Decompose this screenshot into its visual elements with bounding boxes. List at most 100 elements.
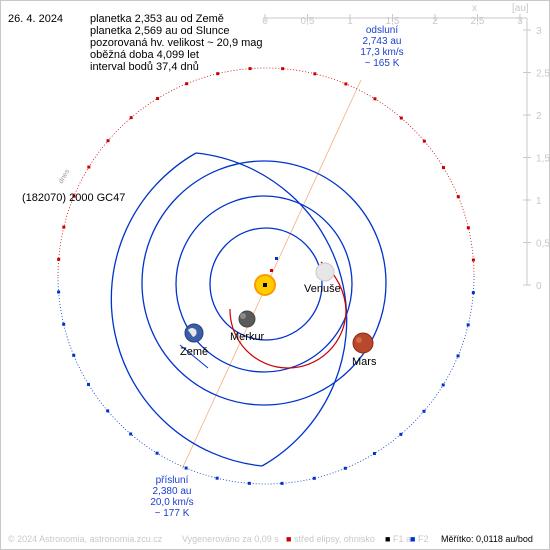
asteroid-position-dot — [106, 139, 110, 143]
asteroid-position-dot — [215, 476, 219, 480]
y-tick-label: 0,5 — [536, 239, 550, 250]
asteroid-position-dot — [185, 82, 189, 86]
today-tag: dnes — [58, 168, 72, 185]
asteroid-position-dot — [373, 97, 377, 101]
earth-label: Země — [180, 346, 209, 358]
planet-mars — [352, 332, 374, 354]
x-tick-label: 1,5 — [386, 16, 400, 27]
footer-legend-f1: ■ F1 a — [385, 534, 411, 544]
mars-orbit-red-arc — [229, 261, 347, 369]
asteroid-position-dot — [344, 82, 348, 86]
venus-label: Venuše — [304, 283, 341, 295]
venus-orbit — [175, 195, 353, 373]
x-tick-label: 2,5 — [471, 16, 485, 27]
asteroid-position-dot — [86, 382, 90, 386]
asteroid-position-dot — [441, 383, 445, 387]
info-distance-sun: planetka 2,569 au od Slunce — [90, 25, 230, 37]
asteroid-position-dot — [280, 481, 284, 485]
info-point-interval: interval bodů 37,4 dnů — [90, 61, 199, 73]
asteroid-position-dot — [57, 257, 61, 261]
sun — [254, 274, 276, 296]
y-tick-label: 2 — [536, 111, 542, 122]
info-magnitude: pozorovaná hv. velikost ~ 20,9 mag — [90, 37, 263, 49]
mercury-orbit — [209, 227, 323, 341]
object-name: (182070) 2000 GC47 — [22, 192, 126, 204]
planet-mercury — [238, 310, 256, 328]
asteroid-position-dot — [247, 481, 251, 485]
asteroid-position-dot — [442, 166, 446, 170]
asteroid-position-dot — [399, 116, 403, 120]
asteroid-orbit-blue-arc — [57, 275, 475, 485]
asteroid-position-dot — [248, 67, 252, 71]
asteroid-position-dot — [422, 139, 426, 143]
y-tick-label: 2,5 — [536, 69, 550, 80]
footer-legend-f2: ■ F2 — [410, 534, 429, 544]
asteroid-position-dot — [399, 432, 403, 436]
perihelion-temperature: ~ 177 K — [154, 508, 190, 519]
earth-orbit — [141, 160, 387, 406]
x-axis-label: x — [472, 3, 477, 14]
x-tick-label: 0 — [262, 16, 268, 27]
info-period: oběžná doba 4,099 let — [90, 49, 199, 61]
asteroid-position-dot — [129, 432, 133, 436]
aphelion-title: odsluní — [365, 25, 399, 36]
asteroid-position-dot — [72, 194, 76, 198]
asteroid-position-dot — [72, 353, 76, 357]
perihelion-speed: 20,0 km/s — [150, 497, 194, 508]
asteroid-position-dot — [62, 322, 66, 326]
mercury-label: Merkur — [230, 331, 265, 343]
x-tick-label: 1 — [347, 16, 353, 27]
y-tick-label: 3 — [536, 26, 542, 37]
asteroid-position-dot — [87, 165, 91, 169]
asteroid-position-dot — [129, 116, 133, 120]
footer-legend-center: ■ střed elipsy, ohnisko — [286, 534, 375, 544]
footer-copyright: © 2024 Astronomia, astronomia.zcu.cz — [8, 534, 163, 544]
asteroid-position-dot — [184, 466, 188, 470]
apsis-line — [181, 79, 362, 470]
aphelion-temperature: ~ 165 K — [364, 58, 400, 69]
axes — [264, 14, 531, 286]
asteroid-orbit-red-arc — [57, 67, 475, 277]
asteroid-position-dot — [156, 96, 160, 100]
footer-generated: Vygenerováno za 0,09 s — [182, 534, 279, 544]
legend-f2-text: F2 — [417, 534, 429, 544]
axis-unit-label: [au] — [512, 3, 529, 14]
asteroid-position-dot — [372, 452, 376, 456]
ellipse-center-marker — [270, 269, 273, 272]
date-label: 26. 4. 2024 — [8, 13, 64, 25]
planet-venus — [315, 262, 335, 282]
asteroid-position-dot — [343, 466, 347, 470]
asteroid-position-dot — [281, 67, 285, 71]
aphelion-speed: 17,3 km/s — [360, 47, 404, 58]
x-tick-label: 2 — [432, 16, 438, 27]
y-tick-label: 1,5 — [536, 154, 550, 165]
x-tick-label: 0,5 — [301, 16, 315, 27]
asteroid-position-dot — [155, 451, 159, 455]
asteroid-position-dot — [106, 409, 110, 413]
focus-f2-marker — [275, 257, 278, 260]
asteroid-position-dot — [456, 195, 460, 199]
y-tick-label: 1 — [536, 196, 542, 207]
x-tick-label: 3 — [517, 16, 523, 27]
legend-center-text: střed elipsy, ohnisko — [293, 534, 375, 544]
asteroid-position-dot — [422, 409, 426, 413]
asteroid-position-dot — [456, 354, 460, 358]
asteroid-position-dot — [57, 290, 61, 294]
asteroid-position-dots — [57, 67, 475, 485]
info-distance-earth: planetka 2,353 au od Země — [90, 13, 224, 25]
asteroid-position-dot — [313, 72, 317, 76]
perihelion-label: přísluní 2,380 au 20,0 km/s ~ 177 K — [146, 475, 198, 519]
aphelion-distance: 2,743 au — [362, 36, 402, 47]
mars-label: Mars — [352, 356, 377, 368]
footer-scale: Měřítko: 0,0118 au/bod — [441, 534, 533, 544]
asteroid-position-dot — [312, 476, 316, 480]
aphelion-label: odsluní 2,743 au 17,3 km/s ~ 165 K — [356, 25, 408, 69]
legend-f1-text: F1 a — [392, 534, 411, 544]
mars-orbit-blue-arc — [110, 152, 263, 467]
asteroid-position-marker — [179, 344, 209, 369]
asteroid-position-dot — [62, 225, 66, 229]
asteroid-position-dot — [471, 291, 475, 295]
planet-earth — [184, 323, 204, 343]
asteroid-position-dot — [466, 226, 470, 230]
